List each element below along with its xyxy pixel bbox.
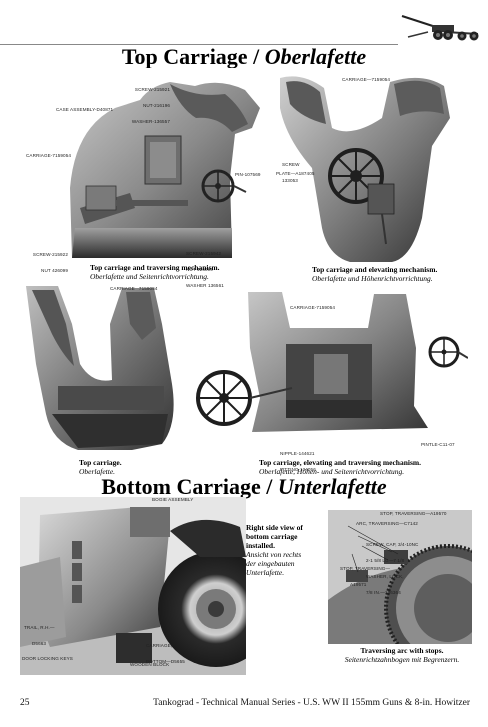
figure-6-photo	[328, 510, 472, 644]
fig4-caption-de: Oberlafette, Höhen- und Seitenrichtvorri…	[259, 467, 405, 476]
fig2-labels-screw: SCREW 133053	[282, 151, 300, 189]
label-screw-num-fig2: 133053	[282, 178, 298, 184]
label-door-locking-keys: DOOR LOCKING KEYS	[22, 656, 73, 661]
fig2-caption-de: Oberlafette und Höhenrichtvorrichtung.	[312, 274, 433, 283]
figure-6-caption: Traversing arc with stops. Seitenrichtza…	[327, 646, 477, 664]
fig4-labels-nipple: NIPPLE-144621 FITTING 124056	[280, 440, 316, 478]
label-carriage-fig3: CARRIAGE 7159054	[110, 286, 158, 291]
page-number: 25	[20, 698, 30, 708]
figure-1-photo	[20, 68, 270, 264]
figure-3-photo	[22, 284, 180, 452]
label-carriage-bottom-1: CARRIAGE,	[146, 642, 173, 648]
figure-4-photo	[194, 288, 468, 450]
label-carriage-fig1: CARRIAGE-7159054	[26, 153, 72, 158]
label-wooden-block: WOODEN BLOCK	[130, 662, 170, 667]
figure-5-caption: Right side view of bottom carriage insta…	[246, 523, 314, 577]
label-washer-top: WASHER-136557	[131, 119, 170, 125]
figure-2-photo	[272, 68, 468, 264]
fig5-caption-de-1: Ansicht von rechts	[246, 550, 302, 559]
section-title-bottom-carriage: Bottom Carriage / Unterlafette	[0, 474, 488, 500]
label-trail-num: D5663	[32, 641, 47, 647]
footer-series-text: Tankograd - Technical Manual Series - U.…	[153, 698, 470, 708]
fig2-caption-en: Top carriage and elevating mechanism.	[312, 265, 438, 274]
title-bottom-main: Bottom Carriage /	[101, 474, 278, 499]
fig1-caption-en: Top carriage and traversing mechanism.	[90, 263, 220, 272]
title-top-main: Top Carriage /	[121, 44, 265, 69]
label-arc: ARC, TRAVERSING—C7142	[356, 521, 418, 526]
label-stop-right-2: A19571	[350, 582, 367, 588]
figure-1-caption: Top carriage and traversing mechanism. O…	[90, 263, 270, 281]
label-screw-bl: SCREW-215922	[32, 251, 68, 257]
gun-logo-icon	[398, 10, 484, 44]
fig5-labels-trail: TRAIL, R.H.— D5663	[24, 614, 55, 652]
title-top-italic: Oberlafette	[264, 44, 367, 69]
label-trail: TRAIL, R.H.—	[24, 624, 55, 630]
fig5-caption-en-3: installed.	[246, 541, 275, 550]
fig5-labels-carriage-bottom: CARRIAGE, BOTTOM—D5655	[146, 632, 185, 670]
fig6-labels-stop-right: STOP, TRAVERSING— A19571	[340, 555, 390, 593]
fig6-labels-screw-cap: SCREW, CAP, 3/4-10NC 2-1 5/8 LG—7 1/8 WA…	[366, 531, 418, 601]
label-screw-fig2: SCREW	[282, 161, 300, 167]
fig6-caption-de: Seitenrichtzahnbogen mit Begrenzern.	[344, 655, 460, 664]
label-fitting: FITTING 124056	[280, 467, 316, 473]
figure-3-caption: Top carriage. Oberlafette.	[79, 458, 179, 476]
label-carriage-fig2: CARRIAGE—7159054	[342, 77, 391, 82]
label-washer-lock: WASHER, LOCK,	[366, 574, 404, 580]
label-plate: PLATE—A187405	[276, 171, 315, 176]
fig1-caption-de: Oberlafette und Seitenrichtvorrichtung.	[90, 272, 209, 281]
figure-5-photo	[20, 497, 246, 675]
label-nut-top: NUT-216196	[142, 103, 170, 109]
label-bogie: BOGIE ASSEMBLY	[152, 497, 194, 502]
label-washer-lock-2: 7/8 IN.—136364	[366, 590, 401, 596]
label-case-assembly: CASE ASSEMBLY-D40871	[56, 107, 114, 112]
label-stop-left: STOP, TRAVERSING—A19570	[380, 511, 447, 516]
fig5-caption-de-2: der eingebauten	[246, 559, 295, 568]
label-washer-br: WASHER 136561	[186, 283, 224, 289]
fig1-labels-br: SCREW-215942 NUT 426099 WASHER 136561	[186, 240, 224, 294]
section-title-top-carriage: Top Carriage / Oberlafette	[0, 44, 488, 70]
fig1-labels-top: SCREW-215921 NUT-216196 WASHER-136557	[108, 76, 170, 130]
label-nipple: NIPPLE-144621	[280, 450, 315, 456]
figure-2-caption: Top carriage and elevating mechanism. Ob…	[312, 265, 482, 283]
fig3-caption-de: Oberlafette.	[79, 467, 116, 476]
label-screw-cap: SCREW, CAP, 3/4-10NC	[366, 541, 419, 547]
label-nut-br: NUT 426099	[186, 267, 213, 273]
label-carriage-bottom-2: BOTTOM—D5655	[146, 659, 185, 665]
fig5-caption-en-1: Right side view of	[246, 523, 303, 532]
label-nut-bl: NUT 426099	[41, 268, 68, 274]
fig6-caption-en: Traversing arc with stops.	[360, 646, 444, 655]
label-screw-br: SCREW-215942	[186, 250, 222, 256]
title-bottom-italic: Unterlafette	[277, 474, 387, 499]
label-screw-top: SCREW-215921	[134, 86, 170, 92]
label-stop-right: STOP, TRAVERSING—	[340, 565, 391, 571]
label-screw-cap-2: 2-1 5/8 LG—7 1/8	[366, 558, 405, 564]
fig5-caption-de-3: Unterlafette.	[246, 568, 285, 577]
header-rule	[0, 44, 398, 45]
label-pintle: PINTLE-C11-07	[421, 442, 455, 447]
fig3-caption-en: Top carriage.	[79, 458, 122, 467]
figure-4-caption: Top carriage, elevating and traversing m…	[259, 458, 469, 476]
fig5-caption-en-2: bottom carriage	[246, 532, 298, 541]
fig4-caption-en: Top carriage, elevating and traversing m…	[259, 458, 422, 467]
label-carriage-fig4: CARRIAGE-7159054	[290, 305, 336, 310]
label-pin: PIN-107569	[235, 172, 261, 177]
